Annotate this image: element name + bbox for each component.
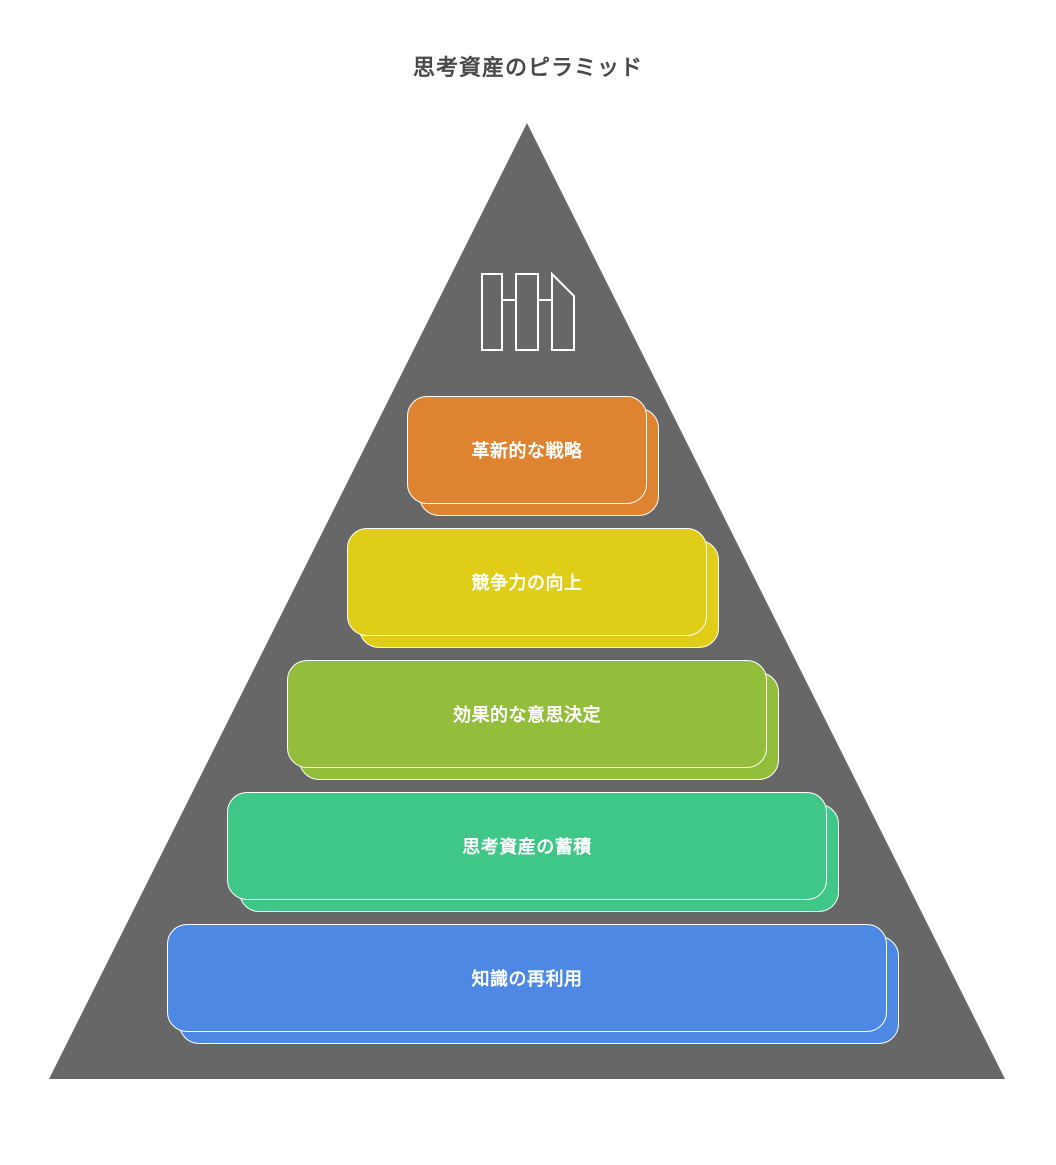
layer-box: 競争力の向上 (347, 528, 707, 636)
layer-competitiveness: 競争力の向上 (347, 528, 719, 648)
layer-box: 革新的な戦略 (407, 396, 647, 504)
layer-label: 効果的な意思決定 (453, 705, 601, 726)
layer-knowledge-reuse: 知識の再利用 (167, 924, 899, 1044)
layer-innovative-strategy: 革新的な戦略 (407, 396, 659, 516)
layer-label: 競争力の向上 (471, 573, 583, 594)
diagram-title: 思考資産のピラミッド (412, 56, 643, 81)
building-blocks-icon (481, 272, 575, 351)
layer-decision-making: 効果的な意思決定 (287, 660, 779, 780)
layer-label: 革新的な戦略 (471, 441, 583, 462)
layer-label: 知識の再利用 (471, 969, 583, 990)
layer-label: 思考資産の蓄積 (462, 837, 592, 858)
layer-box: 思考資産の蓄積 (227, 792, 827, 900)
layer-box: 知識の再利用 (167, 924, 887, 1032)
layer-box: 効果的な意思決定 (287, 660, 767, 768)
layer-asset-accumulation: 思考資産の蓄積 (227, 792, 839, 912)
